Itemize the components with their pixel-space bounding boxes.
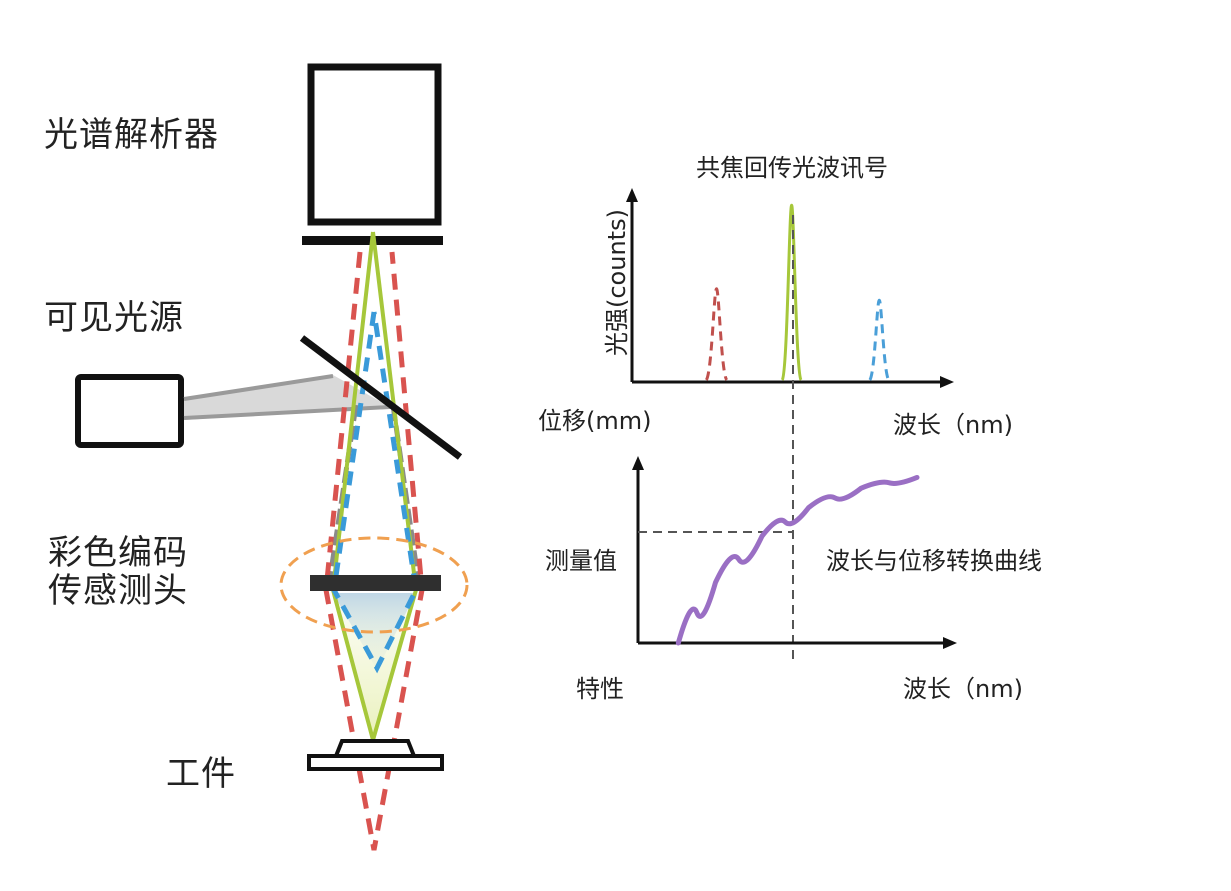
spectrum-peaks — [704, 203, 891, 381]
conversion-curve — [675, 474, 920, 646]
conversion-chart — [632, 456, 957, 649]
spectrometer-label: 光谱解析器 — [44, 115, 219, 155]
probe-focus-ellipse — [279, 536, 469, 634]
probe-label-line1: 彩色编码 — [48, 533, 188, 573]
spectrum-peak-3 — [868, 298, 891, 381]
red-beam — [323, 251, 425, 851]
blue-beam — [331, 311, 419, 674]
spectrum-title: 共焦回传光波讯号 — [696, 154, 888, 182]
beam-splitter — [299, 335, 463, 460]
spectrum-peak-2 — [780, 203, 803, 381]
light-source-beam-edge — [183, 374, 334, 401]
conversion-curve-label: 波长与位移转换曲线 — [826, 547, 1042, 575]
conversion-y-axis-arrow — [632, 456, 644, 470]
spectrum-x-axis-arrow — [940, 376, 954, 388]
spectrum-y-label: 光强(counts) — [603, 209, 631, 356]
spectrum-chart — [626, 188, 954, 388]
probe-label-line2: 传感测头 — [48, 571, 188, 611]
spectrum-x-label: 波长（nm) — [893, 411, 1013, 439]
spectrometer-box — [307, 63, 442, 226]
characteristic-label: 特性 — [576, 675, 624, 703]
workpiece-base — [307, 754, 444, 771]
workpiece-label: 工件 — [166, 754, 236, 794]
displacement-label: 位移(mm) — [538, 407, 652, 435]
spectrum-peak-1 — [704, 287, 729, 381]
measured-value-label: 测量值 — [545, 547, 617, 575]
light-source-box — [75, 374, 184, 448]
light-source-label: 可见光源 — [44, 298, 184, 338]
probe-label: 彩色编码 传感测头 — [48, 534, 188, 610]
conversion-x-axis-arrow — [943, 637, 957, 649]
conversion-x-label: 波长（nm) — [903, 675, 1023, 703]
workpiece-top — [333, 739, 417, 758]
spectrum-y-axis-arrow — [626, 188, 638, 202]
probe-lens — [310, 575, 441, 591]
